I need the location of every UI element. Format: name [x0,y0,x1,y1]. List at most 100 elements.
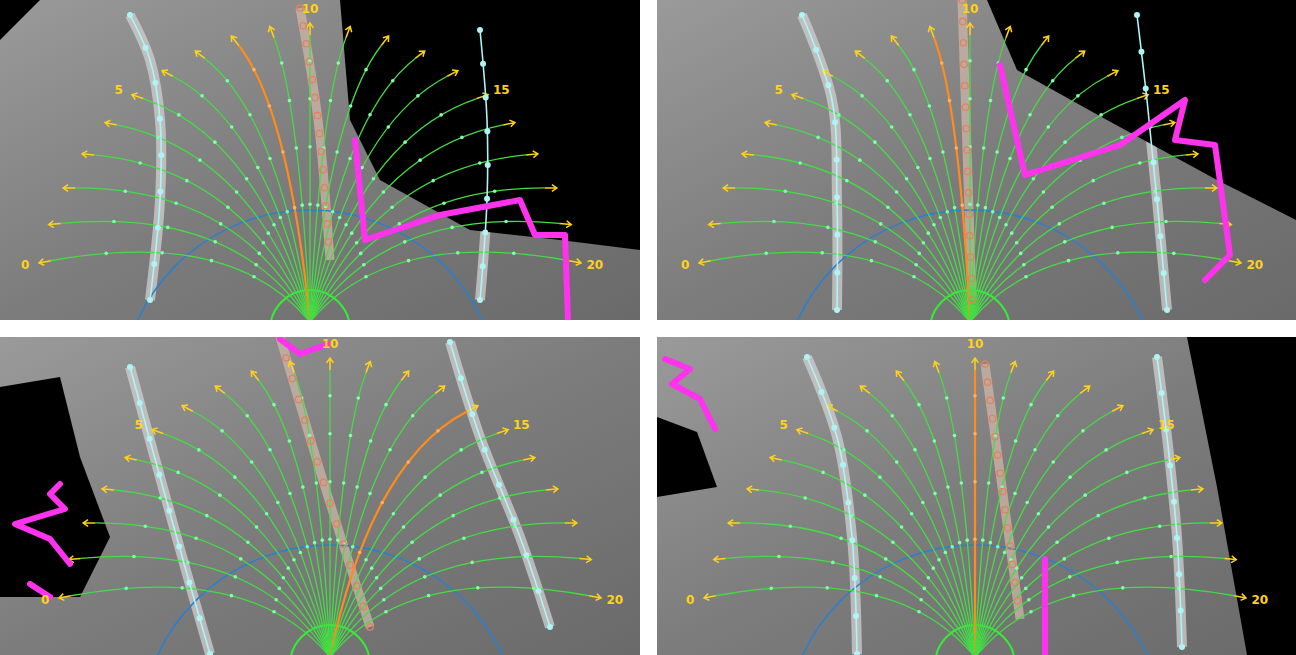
trajectory-dot [1051,79,1055,83]
trajectory-dot [958,541,962,545]
trajectory-dot [1091,179,1095,183]
candidate-trajectory [330,460,523,655]
pole-dot [997,470,1003,476]
trajectory-arrowhead [565,520,577,527]
lane-dot [152,80,158,86]
lane-dot [127,364,133,370]
trajectory-arrowhead [579,556,591,563]
trajectory-arrowhead [699,259,711,266]
trajectory-dot [1015,241,1019,245]
trajectory-arrowhead [39,259,51,266]
trajectory-dot [438,493,442,497]
trajectory-arrowhead [102,486,114,493]
trajectory-dot [355,241,359,245]
pole-dot [960,40,966,46]
trajectory-dot [860,94,864,98]
trajectory-dot [1062,557,1066,561]
lane-dot [151,261,157,267]
trajectory-dot [908,113,912,117]
trajectory-dot [1068,575,1072,579]
unmapped-region [0,0,40,40]
unmapped-region [657,417,717,497]
trajectory-arrowhead [59,594,71,601]
candidate-trajectory [310,155,526,320]
trajectory-dot [225,79,229,83]
candidate-trajectory [865,58,970,320]
trajectory-arrowhead [182,405,193,411]
trajectory-arrowhead [1191,486,1203,493]
pole-dot [303,41,309,47]
trajectory-dot [351,545,355,549]
lane-dot [484,128,490,134]
trajectory-dot [328,480,332,484]
trajectory-dot [1047,525,1051,529]
trajectory-dot [1024,587,1028,591]
lane-dot [157,116,163,122]
trajectory-dot [946,485,950,489]
trajectory-arrowhead [1205,185,1217,192]
trajectory-arrowhead [415,51,424,58]
pole-dot [283,355,289,361]
trajectory-arrowhead [345,26,351,37]
road-stripe [1157,357,1182,647]
trajectory-arrowhead [933,361,939,372]
candidate-trajectory [274,38,310,320]
candidate-trajectory [330,587,589,655]
pole-dot [966,211,972,217]
trajectory-dot [213,240,217,244]
trajectory-dot [921,501,925,505]
trajectory-arrowhead [797,428,808,435]
trajectory-dot [132,555,136,559]
trajectory-dot [1013,492,1017,496]
trajectory-dot [945,396,949,400]
trajectory-dot [512,252,516,256]
trajectory-arrowhead [792,93,803,100]
trajectory-dot [1120,136,1124,140]
candidate-trajectory [163,434,330,655]
trajectory-dot [358,551,362,555]
lane-dot [155,225,161,231]
trajectory-dot [900,525,904,529]
trajectory-dot [382,598,386,602]
lane-dot [147,297,153,303]
lane-dot [819,389,825,395]
trajectory-dot [917,252,921,256]
trajectory-dot [919,598,923,602]
trajectory-dot [1055,540,1059,544]
trajectory-dot [922,587,926,591]
trajectory-dot [272,403,276,407]
trajectory-dot [174,201,178,205]
candidate-trajectory [95,523,330,655]
trajectory-dot [470,561,474,565]
trajectory-dot [865,429,869,433]
lane-dot [1138,49,1144,55]
ground-image [657,337,1296,655]
trajectory-dot [858,158,862,162]
trajectory-dot [281,150,285,154]
trajectory-dot [933,492,937,496]
lane-dot [480,263,486,269]
trajectory-arrowhead [714,556,726,563]
pole-dot [320,479,326,485]
trajectory-dot [250,460,254,464]
trajectory-dot [873,140,877,144]
trajectory-dot [905,177,909,181]
trajectory-dot [456,251,460,255]
trajectory-dot [220,429,224,433]
road-stripe [130,15,161,300]
pole-dot [347,562,353,568]
trajectory-dot [379,587,383,591]
trajectory-dot [1115,561,1119,565]
trajectory-arrowhead [152,428,163,435]
trajectory-dot [403,240,407,244]
trajectory-dot [777,555,781,559]
trajectory-arrowhead [503,120,515,127]
pole-dot [984,379,990,385]
trajectory-dot [233,475,237,479]
unmapped-region [0,377,110,597]
obstacle-boundary [280,339,328,354]
trajectory-arrowhead [704,594,716,601]
lane-dot [831,425,837,431]
